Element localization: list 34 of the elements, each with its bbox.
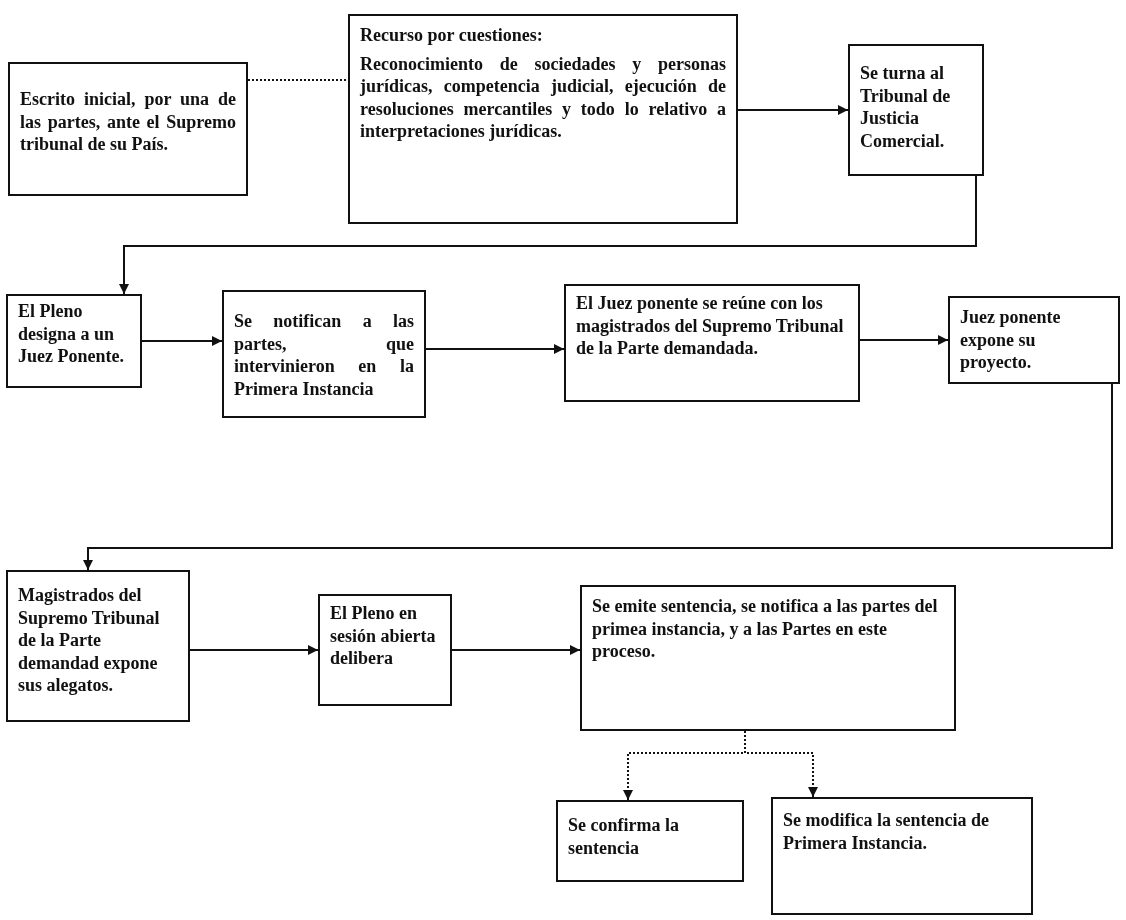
process-box xyxy=(848,44,984,176)
process-box xyxy=(6,570,190,722)
box-text: Reconocimiento de sociedades y personas jurídicas, competencia judicial, ejecución de resoluciones mercantiles y todo lo relativo a interpretaciones jurídicas. xyxy=(360,52,726,143)
process-box xyxy=(318,594,452,706)
box-text: Se confirma la sentencia xyxy=(568,814,680,859)
process-box xyxy=(771,797,1033,915)
box-text: Se modifica la sentencia de Primera Instancia. xyxy=(783,809,990,854)
box-text: Se emite sentencia, se notifica a las partes del primea instancia, y a las Partes en este proceso. xyxy=(592,595,939,663)
arrow xyxy=(119,175,977,295)
arrow xyxy=(744,730,818,798)
arrow xyxy=(425,344,565,354)
process-box xyxy=(222,290,426,418)
box-text: Juez ponente expone su proyecto. xyxy=(960,306,1062,374)
process-box xyxy=(564,284,860,402)
arrow xyxy=(451,645,581,655)
process-box xyxy=(948,296,1120,384)
box-text: Se turna al Tribunal de Justicia Comercial. xyxy=(860,62,952,152)
box-text: Magistrados del Supremo Tribunal de la Parte demandad expone sus alegatos. xyxy=(18,584,161,697)
process-box xyxy=(8,62,248,196)
box-text: Se notifican a las partes, que intervinieron en la Primera Instancia xyxy=(234,310,414,400)
box-text: El Juez ponente se reúne con los magistrados del Supremo Tribunal de la Parte demandada. xyxy=(576,292,845,360)
process-box xyxy=(580,585,956,731)
box-heading: Recurso por cuestiones: xyxy=(360,24,544,47)
process-box xyxy=(556,800,744,882)
box-text: Escrito inicial, por una de las partes, ante el Supremo tribunal de su País. xyxy=(20,88,236,156)
process-box xyxy=(6,294,142,388)
arrow xyxy=(189,645,319,655)
arrow xyxy=(859,335,949,345)
arrow xyxy=(83,383,1113,571)
arrow xyxy=(141,336,223,346)
process-box xyxy=(348,14,738,224)
box-text: El Pleno designa a un Juez Ponente. xyxy=(18,300,125,368)
arrow xyxy=(737,105,849,115)
box-text: El Pleno en sesión abierta delibera xyxy=(330,602,437,670)
